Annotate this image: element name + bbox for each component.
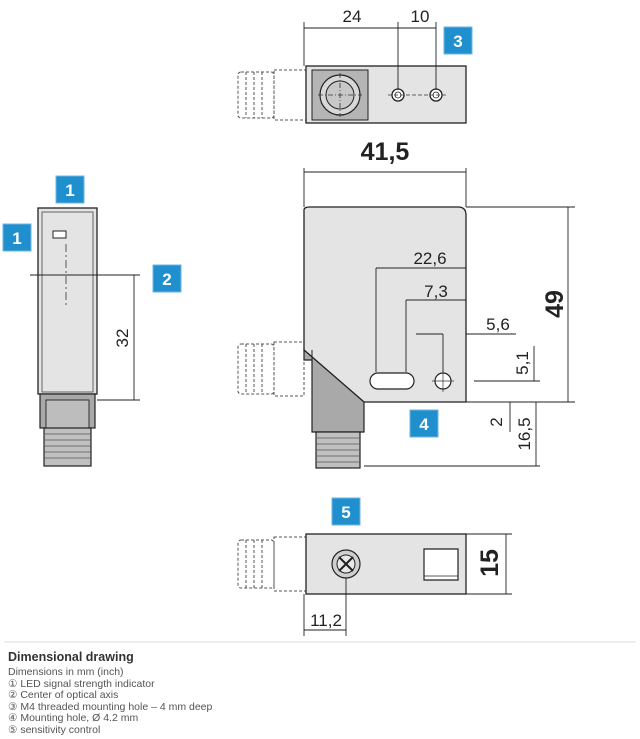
badge-1-top-label: 1 <box>65 181 74 200</box>
top-view: 24 10 3 <box>237 7 473 124</box>
dim-41-5: 41,5 <box>361 138 410 166</box>
front-slot <box>369 372 415 390</box>
caption-line: Dimensions in mm (inch) <box>8 666 124 678</box>
badge-2: 2 <box>152 264 182 293</box>
dim-top-24: 24 <box>343 7 362 26</box>
badge-4-label: 4 <box>419 415 429 434</box>
caption-line: ② Center of optical axis <box>8 689 119 702</box>
front-view: 22,6 7,3 5,6 41,5 49 5,1 2 16,5 4 <box>237 138 575 469</box>
dim-5-1: 5,1 <box>513 351 532 375</box>
led-indicator <box>52 230 67 239</box>
dim-7-3: 7,3 <box>424 282 448 301</box>
caption-title: Dimensional drawing <box>8 650 134 664</box>
caption-line: ⑤ sensitivity control <box>8 723 101 736</box>
caption-line: ④ Mounting hole, Ø 4.2 mm <box>8 712 139 725</box>
bottom-view: 15 11,2 5 <box>237 497 512 636</box>
caption: Dimensional drawing Dimensions in mm (in… <box>8 650 628 737</box>
caption-line: ③ M4 threaded mounting hole – 4 mm deep <box>8 700 213 713</box>
badge-5-label: 5 <box>341 503 350 522</box>
top-view-connector <box>237 69 307 121</box>
dim-5-6: 5,6 <box>486 315 510 334</box>
caption-line: ① LED signal strength indicator <box>8 677 155 690</box>
badge-3: 3 <box>443 26 473 55</box>
badge-4: 4 <box>409 409 439 438</box>
badge-3-label: 3 <box>453 32 462 51</box>
front-view-connector <box>237 341 305 397</box>
badge-2-label: 2 <box>162 270 171 289</box>
badge-1-left: 1 <box>2 223 32 252</box>
side-view: 32 1 1 2 <box>2 175 182 467</box>
badge-5: 5 <box>331 497 361 526</box>
badge-1-left-label: 1 <box>12 229 21 248</box>
dim-22-6: 22,6 <box>413 249 446 268</box>
badge-1-top: 1 <box>55 175 85 204</box>
dim-11-2: 11,2 <box>310 611 342 630</box>
bottom-view-connector <box>237 536 307 592</box>
dim-32: 32 <box>113 329 132 348</box>
dim-15: 15 <box>476 549 504 577</box>
dim-2: 2 <box>487 417 506 426</box>
dim-16-5: 16,5 <box>515 417 534 450</box>
dim-top-10: 10 <box>411 7 430 26</box>
dim-49: 49 <box>541 290 569 318</box>
